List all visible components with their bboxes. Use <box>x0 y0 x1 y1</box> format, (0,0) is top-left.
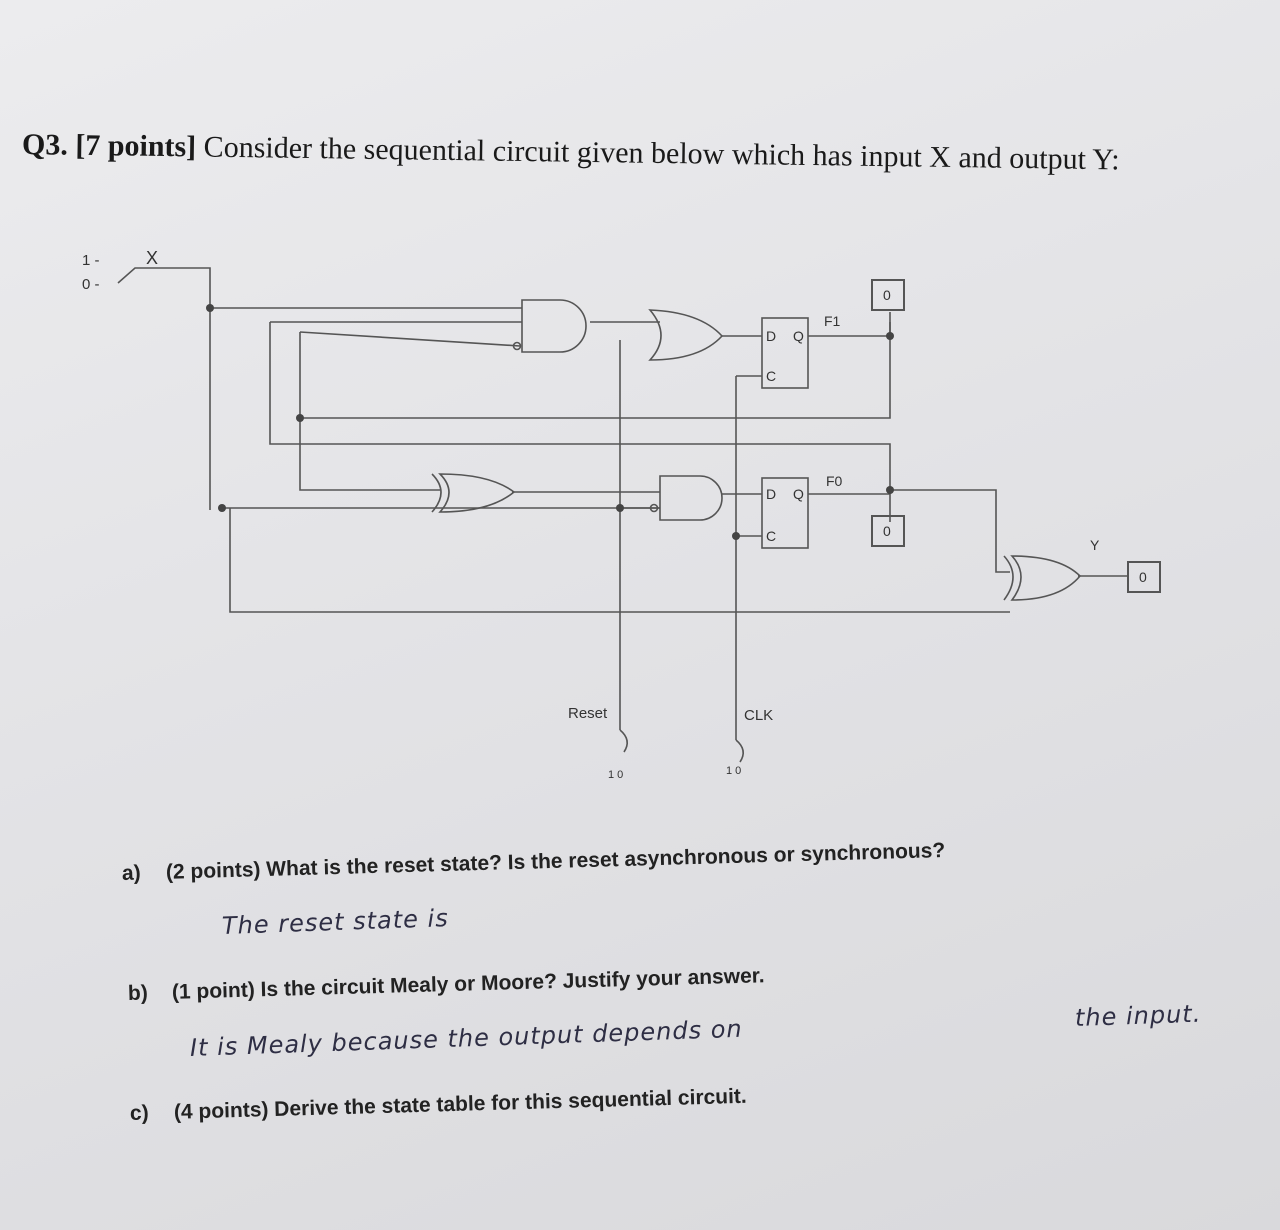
clk-switch: 1 0 <box>726 765 741 777</box>
input-switch-top: 1 - <box>82 252 100 269</box>
clk-label: CLK <box>744 707 773 724</box>
reset-label: Reset <box>568 705 608 722</box>
input-switch-bottom: 0 - <box>82 276 100 293</box>
ff1-c-pin: C <box>766 368 776 384</box>
or-gate-top <box>648 309 724 361</box>
xor-gate-middle <box>438 473 516 513</box>
probe-f1-value: 0 <box>883 287 891 303</box>
answer-b-handwriting-2: the input. <box>1074 999 1202 1032</box>
dff-f1 <box>761 317 809 389</box>
part-a-label: a) <box>121 861 141 885</box>
part-b-label: b) <box>127 981 149 1005</box>
reset-switch: 1 0 <box>608 769 623 781</box>
input-x-label: X <box>146 248 158 268</box>
ff1-d-pin: D <box>766 328 776 344</box>
and-inverter-bubble <box>512 341 522 351</box>
ff0-q-pin: Q <box>793 486 804 502</box>
ff0-d-pin: D <box>766 486 776 502</box>
output-y-label: Y <box>1090 537 1100 553</box>
and-gate <box>521 299 587 353</box>
output-probe-value: 0 <box>1139 569 1147 585</box>
probe-output <box>1127 561 1161 593</box>
probe-f1 <box>871 279 905 311</box>
probe-f0-value: 0 <box>883 523 891 539</box>
input-x-wire <box>117 267 211 510</box>
part-c-label: c) <box>129 1101 149 1125</box>
ff1-q-pin: Q <box>793 328 804 344</box>
ff0-label: F0 <box>826 473 843 489</box>
probe-f0 <box>871 515 905 547</box>
or-gate-bottom <box>659 475 723 521</box>
dff-f0 <box>761 477 809 549</box>
xor-gate-output <box>1010 555 1082 601</box>
ff1-label: F1 <box>824 313 841 329</box>
ff0-c-pin: C <box>766 528 776 544</box>
